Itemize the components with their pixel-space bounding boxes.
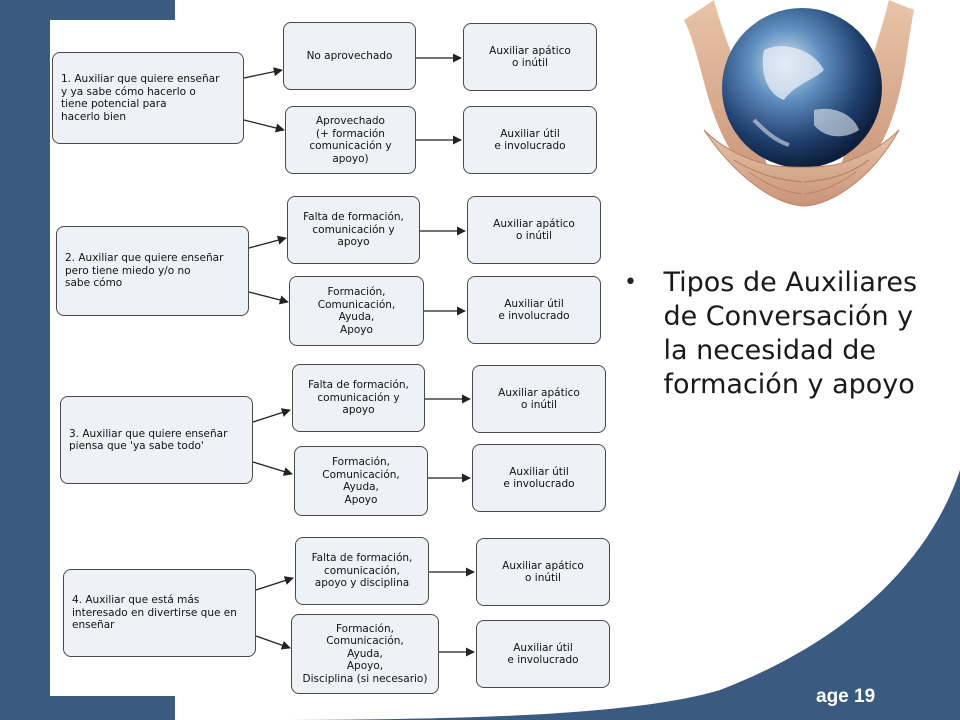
bullet-item: • Tipos de Auxiliares de Conversación y … (620, 266, 920, 402)
mid-box-2-top: Falta de formación, comunicación y apoyo (287, 196, 420, 264)
mid-box-1-top: No aprovechado (283, 22, 416, 90)
result-box-1-bottom: Auxiliar útil e involucrado (463, 106, 597, 174)
mid-box-2-bottom: Formación, Comunicación, Ayuda, Apoyo (289, 276, 424, 346)
source-box-4: 4. Auxiliar que está más interesado en d… (63, 569, 256, 657)
source-box-1: 1. Auxiliar que quiere enseñar y ya sabe… (52, 52, 244, 144)
globe-in-hands-image (684, 0, 914, 207)
bullet-dot-icon: • (624, 270, 637, 295)
source-box-3: 3. Auxiliar que quiere enseñar piensa qu… (60, 396, 253, 484)
mid-box-4-top: Falta de formación, comunicación, apoyo … (295, 537, 429, 605)
result-box-3-top: Auxiliar apático o inútil (472, 365, 606, 433)
result-box-2-top: Auxiliar apático o inútil (467, 196, 601, 264)
result-box-3-bottom: Auxiliar útil e involucrado (472, 444, 606, 512)
result-box-2-bottom: Auxiliar útil e involucrado (467, 276, 601, 344)
mid-box-4-bottom: Formación, Comunicación, Ayuda, Apoyo, D… (291, 614, 439, 694)
source-box-2: 2. Auxiliar que quiere enseñar pero tien… (56, 226, 249, 316)
result-box-1-top: Auxiliar apático o inútil (463, 23, 597, 91)
result-box-4-top: Auxiliar apático o inútil (476, 538, 610, 606)
result-box-4-bottom: Auxiliar útil e involucrado (476, 620, 610, 688)
mid-box-1-bottom: Aprovechado (+ formación comunicación y … (285, 106, 416, 174)
page-number: age 19 (816, 686, 876, 707)
mid-box-3-top: Falta de formación, comunicación y apoyo (292, 364, 425, 432)
mid-box-3-bottom: Formación, Comunicación, Ayuda, Apoyo (294, 446, 428, 516)
slide-bullet-text: Tipos de Auxiliares de Conversación y la… (663, 267, 918, 400)
